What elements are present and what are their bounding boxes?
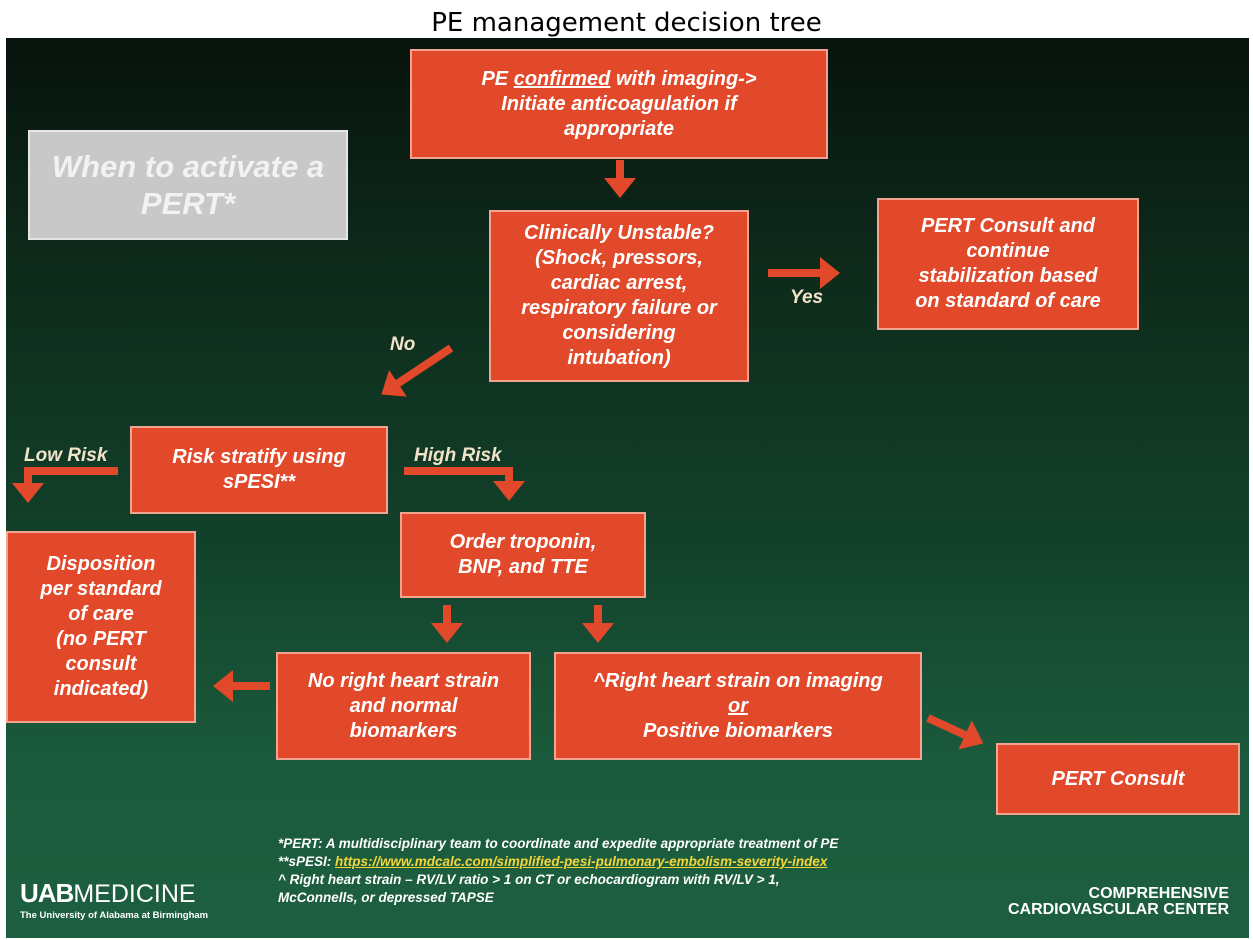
arrow-strain-to-pert [926, 714, 984, 750]
label-no: No [390, 334, 416, 355]
arrow-risk-low [12, 467, 118, 503]
spesi-link[interactable]: https://www.mdcalc.com/simplified-pesi-p… [335, 854, 828, 869]
footnote-strain: ^ Right heart strain – RV/LV ratio > 1 o… [278, 872, 780, 887]
page-title: PE management decision tree [431, 8, 822, 38]
node-right-heart-strain: ^Right heart strain on imaging or Positi… [554, 652, 922, 760]
node-order-troponin: Order troponin,BNP, and TTE [400, 512, 646, 598]
node-disposition: Disposition per standard of care (no PER… [6, 531, 196, 723]
footnotes: *PERT: A multidisciplinary team to coord… [278, 835, 1058, 907]
label-yes: Yes [790, 287, 824, 308]
label-low-risk: Low Risk [24, 445, 108, 466]
footnote-strain-cont: McConnells, or depressed TAPSE [278, 890, 494, 905]
footnote-pert: *PERT: A multidisciplinary team to coord… [278, 836, 839, 851]
label-high-risk: High Risk [414, 445, 502, 466]
arrow-risk-high [404, 467, 525, 501]
node-pert-consult-continue: PERT Consult and continue stabilization … [877, 198, 1139, 330]
footnote-spesi: **sPESI: https://www.mdcalc.com/simplifi… [278, 854, 828, 869]
node-pe-confirmed: PE confirmed with imaging-> Initiate ant… [410, 49, 828, 159]
node-no-right-heart-strain: No right heart strain and normal biomark… [276, 652, 531, 760]
connector-arrows [12, 160, 984, 750]
node-pert-consult: PERT Consult [996, 743, 1240, 815]
arrow-unstable-to-risk-no [381, 344, 454, 397]
cardiovascular-center-logo: COMPREHENSIVE CARDIOVASCULAR CENTER [1007, 885, 1229, 918]
uab-medicine-logo: UABMEDICINE The University of Alabama at… [20, 878, 209, 921]
node-clinically-unstable: Clinically Unstable? (Shock, pressors, c… [489, 210, 749, 382]
